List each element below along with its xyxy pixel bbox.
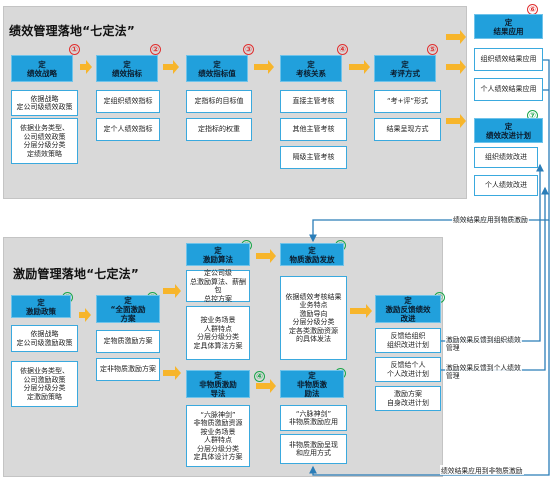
org-improvement: 组织绩效改进 <box>474 147 538 168</box>
step-number-5: ⑤ <box>427 44 438 55</box>
top-panel-title: 绩效管理落地“七定法” <box>9 24 135 38</box>
nonmaterial-method-cell2: 非物质激励呈现 和应用方式 <box>280 434 347 464</box>
step-number-3: ③ <box>243 44 254 55</box>
nonmaterial-guide-cell: “六脉神剑” 非物质激励资源 按业务场景 人群特点 分层分级分类 定具体设计方案 <box>186 405 250 467</box>
top-col3-header: 定 绩效指标值 <box>186 55 248 82</box>
material-distribution-header: 定 物质激励发放 <box>280 243 344 266</box>
feedback-lines <box>309 59 550 476</box>
incentive-policy-header: 定 激励政策 <box>11 295 71 318</box>
incentive-policy-cell1: 依据战略 定公司级激励政策 <box>11 325 78 352</box>
org-result-application: 组织绩效结果应用 <box>474 48 543 71</box>
incentive-algorithm-header: 定 激励算法 <box>186 243 250 266</box>
incentive-step-number-4: ④ <box>254 371 265 382</box>
nonmaterial-method-cell1: “六脉神剑” 非物质激励应用 <box>280 405 347 431</box>
note-personal-feedback: 激励效果反馈到个人绩效 管理 <box>445 364 522 380</box>
top-col4-header: 定 考核关系 <box>280 55 342 82</box>
top-col1-cell1: 依据战略 定公司级绩效政策 <box>11 90 78 116</box>
top-col2-cell2: 定个人绩效指标 <box>96 118 160 141</box>
personal-result-application: 个人绩效结果应用 <box>474 78 543 101</box>
note-org-feedback: 激励效果反馈到组织绩效 管理 <box>445 336 522 352</box>
top-col4-cell2: 其他主管考核 <box>280 118 347 141</box>
bottom-panel-title: 激励管理落地“七定法” <box>13 267 139 281</box>
top-col4-cell3: 隔级主管考核 <box>280 146 347 169</box>
top-col2-header: 定 绩效指标 <box>96 55 158 82</box>
step-number-1: ① <box>69 44 80 55</box>
step-number-2: ② <box>150 44 161 55</box>
yellow-arrow-bottom <box>79 249 372 393</box>
feedback-plan-self: 激励方案 自身改进计划 <box>375 386 441 411</box>
feedback-header: 定 激励反馈绩效 改进 <box>375 295 441 323</box>
note-nonmaterial-link: 绩效结果应用到非物质激励 <box>440 465 524 475</box>
nonmaterial-method-header: 定 非物质激 励法 <box>280 370 344 398</box>
improvement-plan-header: 定 绩效改进计划 <box>474 118 543 143</box>
total-incentive-header: 定 “全面激励 方案 <box>96 295 160 323</box>
top-col5-cell2: 结果呈现方式 <box>374 118 441 141</box>
nonmaterial-incentive-plan: 定非物质激励方案 <box>96 358 160 381</box>
feedback-personal: 反馈给个人 个人改进计划 <box>375 357 441 382</box>
nonmaterial-guide-header: 定 非物质激励 导法 <box>186 370 250 398</box>
top-col5-cell1: “考+评”形式 <box>374 90 441 113</box>
algorithm-cell1: 定公司级 总激励算法、薪酬包 总控方案 <box>186 269 250 303</box>
incentive-policy-cell2: 依据业务类型、 公司激励政策 分层分级分类 定激励策略 <box>11 361 78 407</box>
top-col3-cell2: 定指标的权重 <box>186 118 252 141</box>
algorithm-cell2: 按业务场景 人群特点 分层分级分类 定具体算法方案 <box>186 306 250 360</box>
top-col1-cell2: 依据业务类型、 公司绩效政策 分层分级分类 定绩效策略 <box>11 118 78 164</box>
top-col1-header: 定 绩效战略 <box>11 55 73 82</box>
top-col2-cell1: 定组织绩效指标 <box>96 90 160 113</box>
result-application-header: 定 结果应用 <box>474 14 543 39</box>
note-material-link: 绩效结果应用到物质激励 <box>452 214 529 224</box>
feedback-org: 反馈给组织 组织改进计划 <box>375 328 441 353</box>
top-col3-cell1: 定指标的目标值 <box>186 90 252 113</box>
material-distribution-cell: 依据绩效考核结果 业务特点 激励导向 分层分级分类 定各类激励资源 的具体发法 <box>280 276 347 360</box>
top-col4-cell1: 直接主管考核 <box>280 90 347 113</box>
top-col5-header: 定 考评方式 <box>374 55 436 82</box>
step-number-4: ④ <box>337 44 348 55</box>
personal-improvement: 个人绩效改进 <box>474 175 538 196</box>
material-incentive-plan: 定物质激励方案 <box>96 330 160 353</box>
yellow-arrow <box>80 30 466 128</box>
